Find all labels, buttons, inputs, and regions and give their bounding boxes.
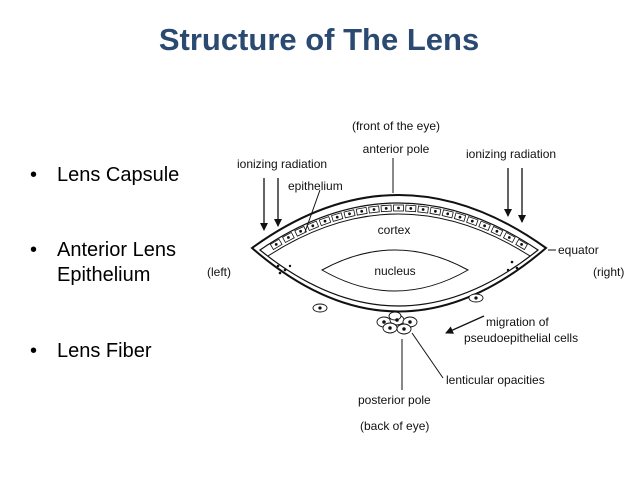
bullet-lens-capsule: • Lens Capsule	[30, 163, 220, 188]
label-front-of-eye: (front of the eye)	[352, 119, 440, 133]
epithelial-cell-nucleus	[446, 212, 450, 216]
bullet-icon: •	[30, 239, 38, 261]
bullet-text: Lens Fiber	[57, 340, 152, 362]
label-lenticular-opacities: lenticular opacities	[446, 373, 545, 387]
bullet-icon: •	[30, 340, 38, 362]
epithelial-cell-nucleus	[470, 219, 474, 223]
pseudoepithelial-cells	[312, 293, 484, 313]
epithelial-cell-nucleus	[311, 224, 315, 228]
cell-dots	[276, 260, 519, 275]
epithelial-cell-nucleus	[348, 212, 351, 216]
label-equator: equator	[558, 243, 599, 257]
epithelial-cell-nucleus	[433, 209, 437, 213]
epithelial-cell-nucleus	[384, 206, 388, 210]
epithelial-cell-nucleus	[409, 206, 413, 210]
bullet-text: Anterior Lens Epithelium	[57, 239, 176, 286]
epithelial-cell-nucleus	[483, 224, 487, 228]
lenticular-opacities-cluster	[376, 311, 418, 335]
nucleus-shape	[320, 249, 470, 292]
label-left: (left)	[207, 265, 231, 279]
label-epithelium: epithelium	[288, 179, 343, 193]
label-migration-line1: migration of	[486, 315, 549, 329]
label-migration-line2: pseudoepithelial cells	[464, 331, 578, 345]
label-ionizing-radiation-left: ionizing radiation	[237, 157, 327, 171]
epithelial-cell-nucleus	[520, 242, 523, 246]
bullet-lens-fiber: • Lens Fiber	[30, 339, 220, 364]
ionizing-radiation-arrows	[260, 168, 526, 231]
epithelial-cell-nucleus	[286, 236, 290, 239]
label-anterior-pole: anterior pole	[363, 142, 430, 156]
epithelial-cell-nucleus	[372, 208, 376, 211]
epithelial-cell-nucleus	[274, 242, 278, 246]
lens-capsule-inner	[258, 202, 540, 307]
epithelial-cell-nucleus	[299, 229, 303, 233]
label-ionizing-radiation-right: ionizing radiation	[466, 147, 556, 161]
label-right: (right)	[593, 265, 624, 279]
epithelial-cell-nucleus	[360, 209, 364, 213]
epithelial-cell-nucleus	[323, 219, 327, 223]
epithelium-inner-line	[267, 213, 531, 257]
bullet-icon: •	[30, 164, 38, 186]
epithelial-cell-nucleus	[495, 229, 499, 233]
epithelial-cell-nucleus	[421, 208, 425, 211]
lens-capsule-outer	[250, 194, 548, 313]
epithelial-cell-nucleus	[507, 236, 511, 239]
epithelial-cell-nucleus	[458, 215, 462, 219]
migration-arrow	[445, 315, 485, 334]
label-nucleus: nucleus	[374, 264, 415, 278]
epithelial-cell-nucleus	[335, 215, 339, 219]
slide-title: Structure of The Lens	[158, 22, 480, 57]
bullet-anterior-lens-epithelium: • Anterior Lens Epithelium	[30, 238, 220, 288]
leader-lines	[304, 158, 556, 390]
label-cortex: cortex	[378, 223, 411, 237]
bullet-text: Lens Capsule	[57, 164, 180, 186]
epithelial-cells	[269, 204, 528, 251]
epithelial-cell-nucleus	[397, 206, 400, 210]
label-back-of-eye: (back of eye)	[360, 419, 429, 433]
label-posterior-pole: posterior pole	[358, 393, 431, 407]
